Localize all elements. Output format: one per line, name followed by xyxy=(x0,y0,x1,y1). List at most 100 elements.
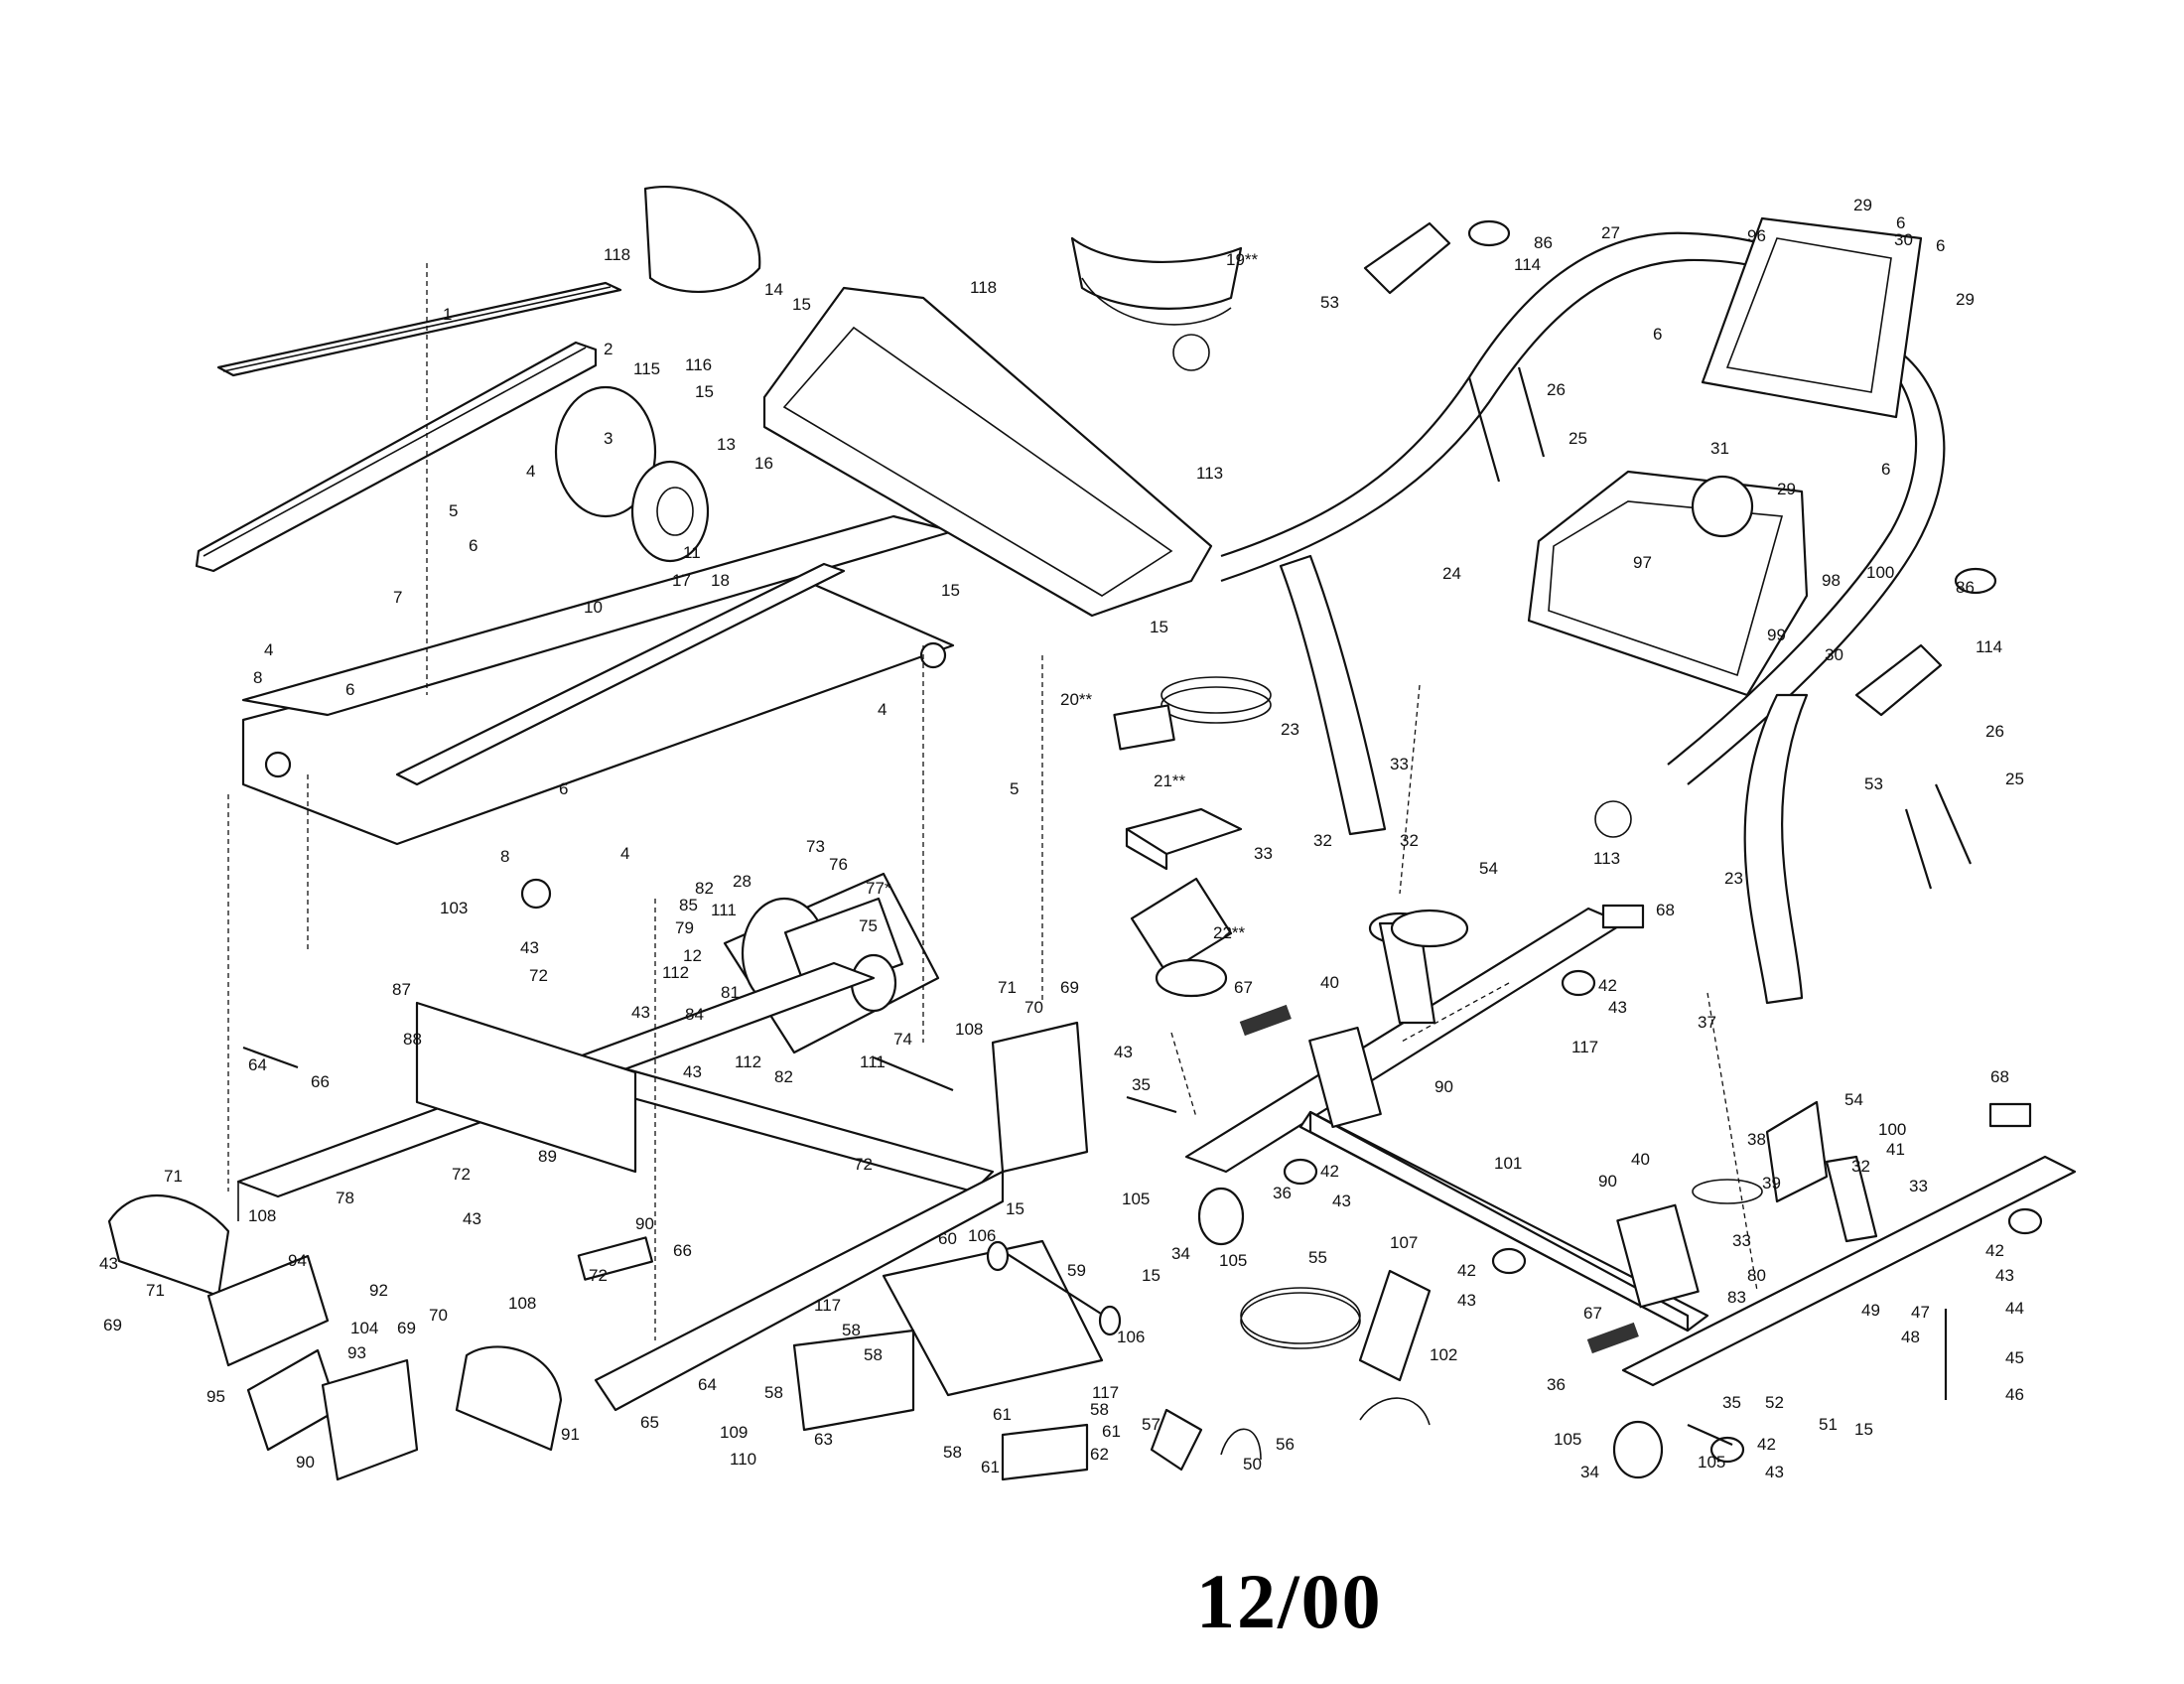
callout-42e: 42 xyxy=(1985,1241,2004,1260)
callout-51: 51 xyxy=(1819,1415,1838,1434)
hardware-bolts xyxy=(242,366,1973,1447)
callout-labels: 1 2 3 4 4 4 4 5 5 6 6 6 6 6 6 6 7 8 8 10… xyxy=(99,196,2024,1481)
callout-111: 111 xyxy=(711,901,737,919)
callout-95: 95 xyxy=(206,1387,225,1406)
pads-and-feet xyxy=(1172,219,2043,1479)
callout-13: 13 xyxy=(717,435,736,454)
callout-71: 71 xyxy=(998,978,1017,997)
callout-58c: 58 xyxy=(764,1383,783,1402)
callout-118: 118 xyxy=(604,245,630,264)
callout-61: 61 xyxy=(993,1405,1012,1424)
callout-29b: 29 xyxy=(1956,290,1975,309)
callout-35b: 35 xyxy=(1722,1393,1741,1412)
callout-50: 50 xyxy=(1243,1455,1262,1474)
callout-26: 26 xyxy=(1547,380,1566,399)
callout-69: 69 xyxy=(1060,978,1079,997)
callout-67b: 67 xyxy=(1583,1304,1602,1323)
callout-107: 107 xyxy=(1390,1233,1418,1252)
callout-77: 77* xyxy=(866,879,891,898)
side-rail-2 xyxy=(195,341,598,573)
callout-76: 76 xyxy=(829,855,848,874)
accessory-cd-22 xyxy=(1130,877,1233,998)
controller-boards xyxy=(206,1239,1122,1481)
callout-66b: 66 xyxy=(673,1241,692,1260)
callout-60: 60 xyxy=(938,1229,957,1248)
callout-44: 44 xyxy=(2005,1299,2024,1318)
callout-31: 31 xyxy=(1710,439,1729,458)
callout-104: 104 xyxy=(350,1319,378,1337)
callout-58b: 58 xyxy=(864,1345,883,1364)
callout-6g: 6 xyxy=(1881,460,1890,479)
accessory-videotape-21 xyxy=(1125,807,1243,871)
callout-17: 17 xyxy=(672,571,691,590)
callout-6e: 6 xyxy=(1936,236,1945,255)
callout-61b: 61 xyxy=(1102,1422,1121,1441)
callout-118b: 118 xyxy=(970,278,997,297)
callout-45: 45 xyxy=(2005,1348,2024,1367)
handrail-end-caps xyxy=(1363,221,1943,717)
callout-100: 100 xyxy=(1866,563,1894,582)
callout-100b: 100 xyxy=(1878,1120,1906,1139)
callout-43f: 43 xyxy=(520,938,539,957)
callout-103: 103 xyxy=(440,899,468,917)
callout-16: 16 xyxy=(754,454,773,473)
callout-42b: 42 xyxy=(1320,1162,1339,1181)
callout-82: 82 xyxy=(695,879,714,898)
callout-62: 62 xyxy=(1090,1445,1109,1464)
callout-40b: 40 xyxy=(1631,1150,1650,1169)
revision-date: 12/00 xyxy=(1196,1558,1383,1644)
callout-15f: 15 xyxy=(1142,1266,1160,1285)
callout-11: 11 xyxy=(683,543,701,562)
callout-108c: 108 xyxy=(508,1294,536,1313)
callout-36b: 36 xyxy=(1547,1375,1566,1394)
callout-15c: 15 xyxy=(941,581,960,600)
callout-41: 41 xyxy=(1886,1140,1905,1159)
callout-114b: 114 xyxy=(1976,637,2002,656)
callout-82b: 82 xyxy=(774,1067,793,1086)
callout-4: 4 xyxy=(526,462,535,481)
callout-43c: 43 xyxy=(1457,1291,1476,1310)
callout-69b: 69 xyxy=(103,1316,122,1334)
callout-73: 73 xyxy=(806,837,825,856)
callout-5: 5 xyxy=(449,501,458,520)
callout-43d: 43 xyxy=(1765,1463,1784,1481)
callout-54: 54 xyxy=(1479,859,1498,878)
callout-113b: 113 xyxy=(1593,849,1620,868)
callout-111b: 111 xyxy=(860,1052,886,1071)
callout-42: 42 xyxy=(1598,976,1617,995)
callout-83: 83 xyxy=(1727,1288,1746,1307)
callout-67: 67 xyxy=(1234,978,1253,997)
callout-6c: 6 xyxy=(559,779,568,798)
assembly-dashed-lines xyxy=(227,263,1758,1340)
callout-43: 43 xyxy=(1608,998,1627,1017)
motor-hood xyxy=(762,286,1213,618)
callout-106: 106 xyxy=(968,1226,996,1245)
callout-33c: 33 xyxy=(1732,1231,1751,1250)
callout-68: 68 xyxy=(1656,901,1675,919)
callout-57: 57 xyxy=(1142,1415,1160,1434)
callout-6b: 6 xyxy=(345,680,354,699)
callout-80: 80 xyxy=(1747,1266,1766,1285)
callout-15: 15 xyxy=(792,295,811,314)
callout-30b: 30 xyxy=(1825,645,1843,664)
callout-66: 66 xyxy=(311,1072,330,1091)
callout-43b: 43 xyxy=(1332,1192,1351,1210)
callout-112: 112 xyxy=(662,963,689,982)
callout-101: 101 xyxy=(1494,1154,1522,1173)
callout-114: 114 xyxy=(1514,255,1541,274)
callout-43k: 43 xyxy=(1114,1043,1133,1061)
walking-deck xyxy=(241,514,955,910)
callout-55: 55 xyxy=(1308,1248,1327,1267)
callout-84: 84 xyxy=(685,1005,704,1024)
callout-8b: 8 xyxy=(500,847,509,866)
callout-15e: 15 xyxy=(1006,1199,1024,1218)
pulley-and-belt xyxy=(554,186,761,563)
callout-21: 21** xyxy=(1154,772,1186,790)
callout-65: 65 xyxy=(640,1413,659,1432)
callout-6d: 6 xyxy=(1896,213,1905,232)
callout-46: 46 xyxy=(2005,1385,2024,1404)
callout-48: 48 xyxy=(1901,1328,1920,1346)
callout-43j: 43 xyxy=(99,1254,118,1273)
wiring-harnesses xyxy=(1150,676,1763,1472)
callout-61c: 61 xyxy=(981,1458,1000,1476)
